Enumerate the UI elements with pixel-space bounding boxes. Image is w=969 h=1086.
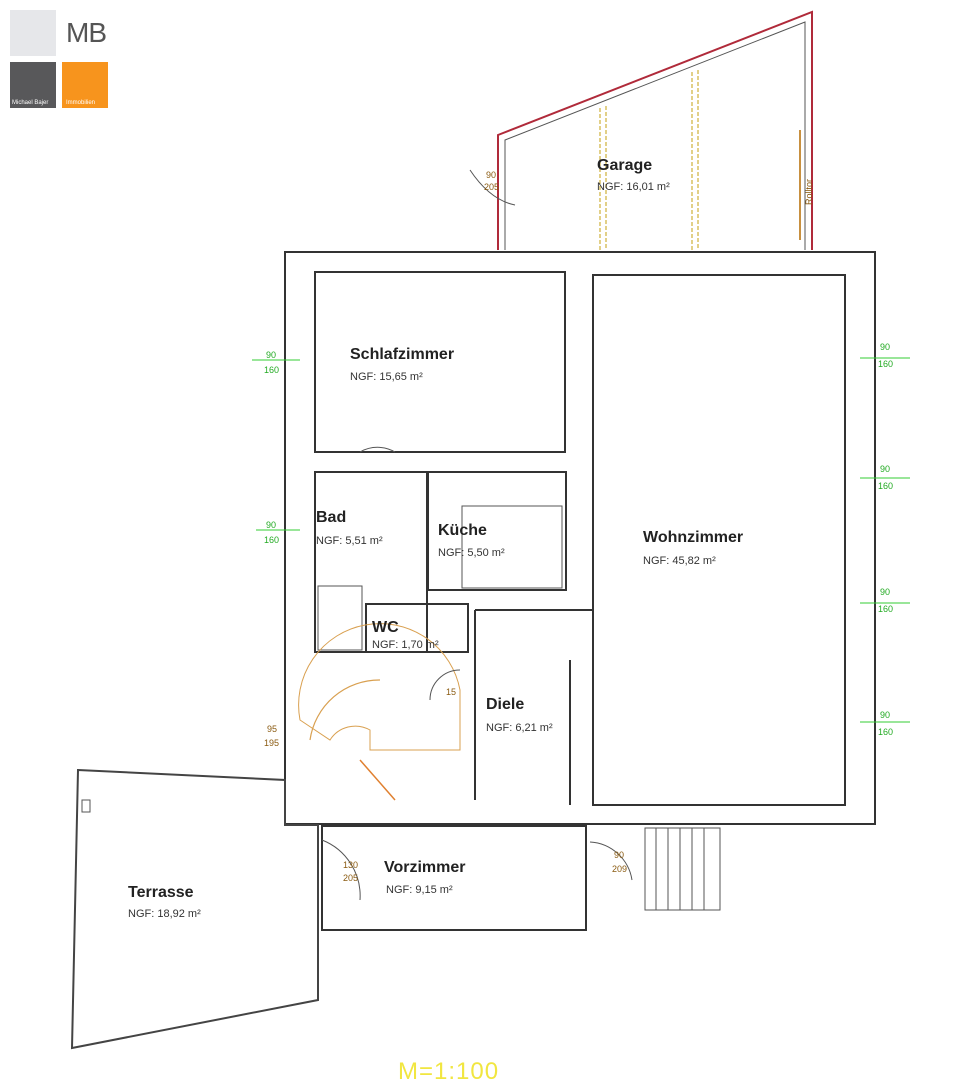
logo-line: Immobilien <box>62 62 108 108</box>
dim-window-4-h: 160 <box>878 481 893 491</box>
wohnzimmer-area: NGF: 45,82 m² <box>643 555 716 567</box>
dim-window-1-w: 90 <box>266 350 276 360</box>
kueche-name: Küche <box>438 522 487 539</box>
vorzimmer-area: NGF: 9,15 m² <box>386 884 453 896</box>
terrasse-outline <box>70 768 319 1050</box>
terrasse-area: NGF: 18,92 m² <box>128 908 201 920</box>
dim-window-6-h: 160 <box>878 727 893 737</box>
terrasse-name: Terrasse <box>128 884 194 901</box>
bad-area: NGF: 5,51 m² <box>316 535 383 547</box>
dim-side-door-h: 195 <box>264 738 279 748</box>
dim-diele-door: 15 <box>446 687 456 697</box>
outside-stairs <box>644 827 721 911</box>
wc-name: WC <box>372 619 399 636</box>
logo-tile-light <box>10 10 56 56</box>
diele-name: Diele <box>486 696 524 713</box>
garage-outline <box>469 10 813 250</box>
dim-vorzimmer-door-h: 205 <box>343 873 358 883</box>
dim-vorzimmer-door-w: 130 <box>343 860 358 870</box>
main-walls <box>284 251 876 825</box>
dim-window-3-h: 160 <box>878 359 893 369</box>
dim-window-1-h: 160 <box>264 365 279 375</box>
window-markers <box>252 357 910 723</box>
garage-area: NGF: 16,01 m² <box>597 181 670 193</box>
rolltor-label: Rolltor <box>804 179 814 205</box>
scale-label: M=1:100 <box>398 1058 500 1085</box>
logo-letters: MB <box>62 10 110 56</box>
dim-entry-door-w: 90 <box>614 850 624 860</box>
dim-window-2-h: 160 <box>264 535 279 545</box>
vorzimmer-name: Vorzimmer <box>384 859 466 876</box>
dim-window-3-w: 90 <box>880 342 890 352</box>
wc-area: NGF: 1,70 m² <box>372 639 439 651</box>
dim-garage-door-w: 90 <box>486 170 496 180</box>
dim-window-5-h: 160 <box>878 604 893 614</box>
dim-side-door-w: 95 <box>267 724 277 734</box>
diele-area: NGF: 6,21 m² <box>486 722 553 734</box>
vorzimmer-outline <box>321 825 587 931</box>
bad-name: Bad <box>316 509 346 526</box>
dim-garage-door-h: 205 <box>484 182 499 192</box>
kueche-area: NGF: 5,50 m² <box>438 547 505 559</box>
schlafzimmer-name: Schlafzimmer <box>350 346 454 363</box>
dim-window-4-w: 90 <box>880 464 890 474</box>
dim-window-6-w: 90 <box>880 710 890 720</box>
dim-window-5-w: 90 <box>880 587 890 597</box>
dim-entry-door-h: 209 <box>612 864 627 874</box>
garage-name: Garage <box>597 157 652 174</box>
wohnzimmer-name: Wohnzimmer <box>643 529 743 546</box>
logo-owner: Michael Bajer <box>10 62 56 108</box>
dim-window-2-w: 90 <box>266 520 276 530</box>
schlafzimmer-area: NGF: 15,65 m² <box>350 371 423 383</box>
